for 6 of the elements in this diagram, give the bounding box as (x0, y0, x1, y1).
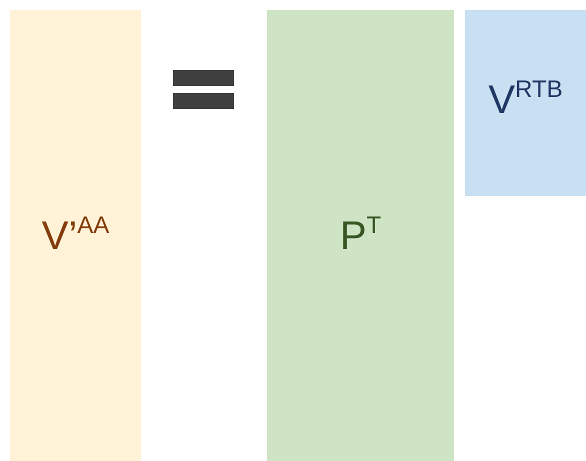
matrix-block (267, 10, 454, 461)
matrix-label: V$^{RTB}$ (488, 80, 563, 120)
matrix-block (10, 10, 141, 461)
matrix-label: P$^{T}$ (340, 216, 382, 256)
matrix-label: V’$^{AA}$ (42, 216, 110, 256)
matrix-block (465, 10, 586, 196)
